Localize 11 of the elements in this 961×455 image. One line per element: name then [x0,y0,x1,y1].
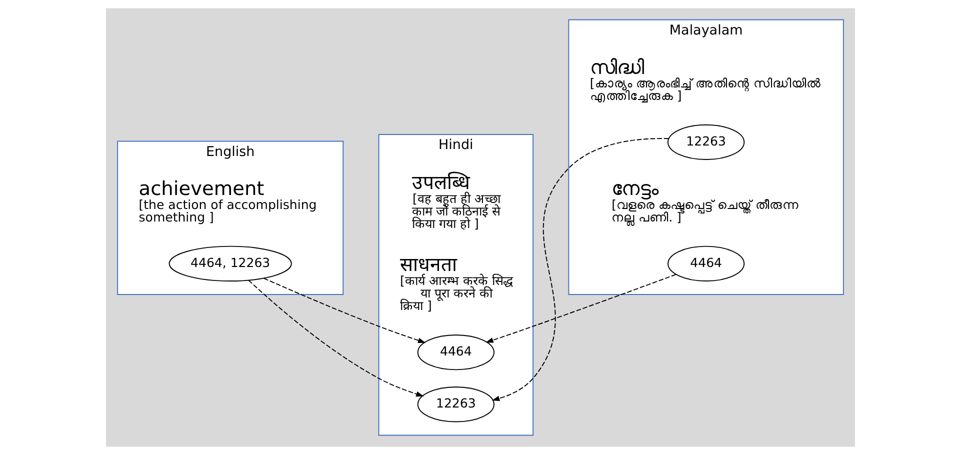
node-ellipse: 12263 [668,124,745,160]
node-label: [वह बहुत ही अच्छा काम जो कठिनाई से किया गया हो ] [412,190,500,231]
arrow [492,138,670,402]
node-ellipse: 4464, 12263 [168,246,292,282]
arrow [263,278,426,344]
node-label: നേട്ടം [612,177,659,200]
node-label: [कार्य आरम्भ करके सिद्ध या पूरा करने की क्रिया ] [400,272,513,313]
node-ellipse: 4464 [668,246,745,282]
node-ellipse: 12263 [417,386,494,422]
arrow [248,280,424,397]
arrow [486,274,676,343]
